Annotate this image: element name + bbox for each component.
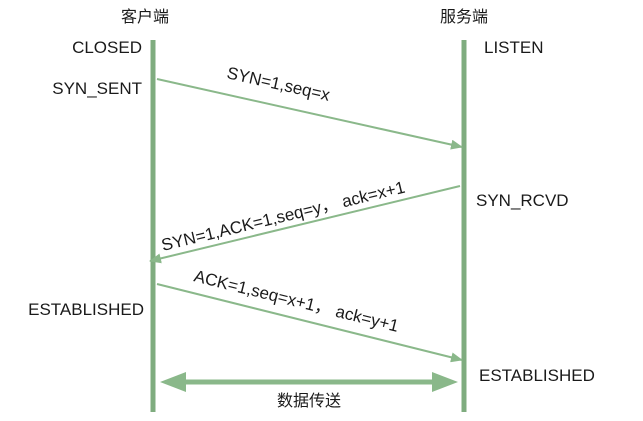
client-state-established: ESTABLISHED <box>28 300 144 319</box>
client-state-syn-sent: SYN_SENT <box>52 79 142 98</box>
syn-ack-message-label: SYN=1,ACK=1,seq=y， ack=x+1 <box>159 178 406 255</box>
syn-ack-arrow <box>149 185 461 264</box>
server-state-syn-rcvd: SYN_RCVD <box>476 191 569 210</box>
data-transfer-right-arrowhead <box>432 372 458 392</box>
server-header: 服务端 <box>440 7 488 26</box>
client-header: 客户端 <box>121 7 169 26</box>
client-state-closed: CLOSED <box>72 38 142 57</box>
server-state-established: ESTABLISHED <box>479 366 595 385</box>
syn-arrow <box>156 78 463 150</box>
data-transfer-label: 数据传送 <box>277 391 341 410</box>
ack-arrow <box>156 283 463 363</box>
data-transfer-left-arrowhead <box>160 372 186 392</box>
server-state-listen: LISTEN <box>484 38 544 57</box>
